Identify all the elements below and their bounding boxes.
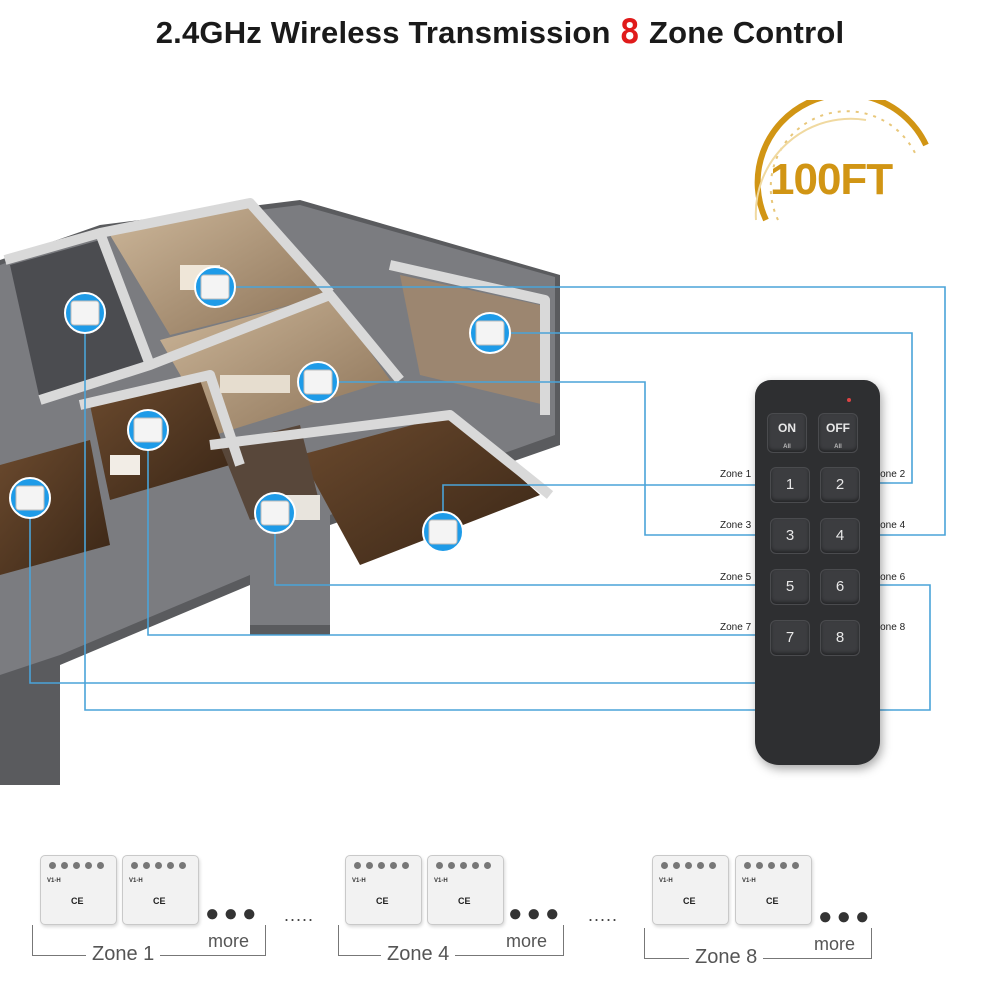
page-title: 2.4GHz Wireless Transmission 8 Zone Cont… [0,12,1000,52]
off-button-label: OFF [826,421,850,435]
title-suffix: Zone Control [649,15,845,50]
module-brand: V1-H [434,878,448,884]
zone-8-button[interactable]: 8 [820,620,860,656]
dimmer-module: V1-H CE [122,855,199,925]
zone-1-button[interactable]: 1 [770,467,810,503]
dimmer-module: V1-H CE [345,855,422,925]
zone-label-7: Zone 7 [720,622,752,633]
off-button-sublabel: All [834,444,842,450]
module-brand: V1-H [352,878,366,884]
zone-group-label: Zone 4 [381,943,456,966]
ce-mark: CE [71,896,84,906]
zone-3-button[interactable]: 3 [770,518,810,554]
module-brand: V1-H [47,878,61,884]
ellipsis: ..... [588,905,619,925]
range-label: 100FT [770,155,893,204]
title-number: 8 [619,12,641,52]
ce-mark: CE [153,896,166,906]
more-label: more [506,931,548,951]
more-label: more [814,934,856,954]
module-brand: V1-H [659,878,673,884]
dimmer-module: V1-H CE [735,855,812,925]
more-dots: ●●● [205,900,261,927]
title-prefix: 2.4GHz Wireless Transmission [155,15,611,50]
zone-4-button[interactable]: 4 [820,518,860,554]
zone-2-button[interactable]: 2 [820,467,860,503]
zone-label-1: Zone 1 [720,469,752,480]
more-dots: ●●● [508,900,564,927]
ce-mark: CE [766,896,779,906]
on-all-button[interactable]: ON All [767,413,807,453]
ce-mark: CE [376,896,389,906]
zone-6-button[interactable]: 6 [820,569,860,605]
dimmer-module: V1-H CE [652,855,729,925]
more-label: more [208,931,250,951]
ellipsis: ..... [284,905,315,925]
zone-label-4: Zone 4 [874,520,906,531]
zone-5-button[interactable]: 5 [770,569,810,605]
zone-label-2: Zone 2 [874,469,906,480]
dimmer-module: V1-H CE [40,855,117,925]
range-arc-icon [754,100,929,222]
zone-group-label: Zone 1 [86,943,161,966]
module-brand: V1-H [129,878,143,884]
zone-label-5: Zone 5 [720,572,752,583]
on-button-label: ON [778,421,796,435]
zone-group-label: Zone 8 [689,946,764,969]
led-indicator [847,398,851,402]
ce-mark: CE [683,896,696,906]
dimmer-module: V1-H CE [427,855,504,925]
module-brand: V1-H [742,878,756,884]
house-floorplan-illustration [0,198,560,785]
zone-label-3: Zone 3 [720,520,752,531]
zone-7-button[interactable]: 7 [770,620,810,656]
more-dots: ●●● [818,903,874,930]
zone-label-8: Zone 8 [874,622,906,633]
on-button-sublabel: All [783,444,791,450]
zone-label-6: Zone 6 [874,572,906,583]
ce-mark: CE [458,896,471,906]
off-all-button[interactable]: OFF All [818,413,858,453]
remote-control: ON All OFF All 1 2 3 4 5 6 7 8 [755,380,880,765]
